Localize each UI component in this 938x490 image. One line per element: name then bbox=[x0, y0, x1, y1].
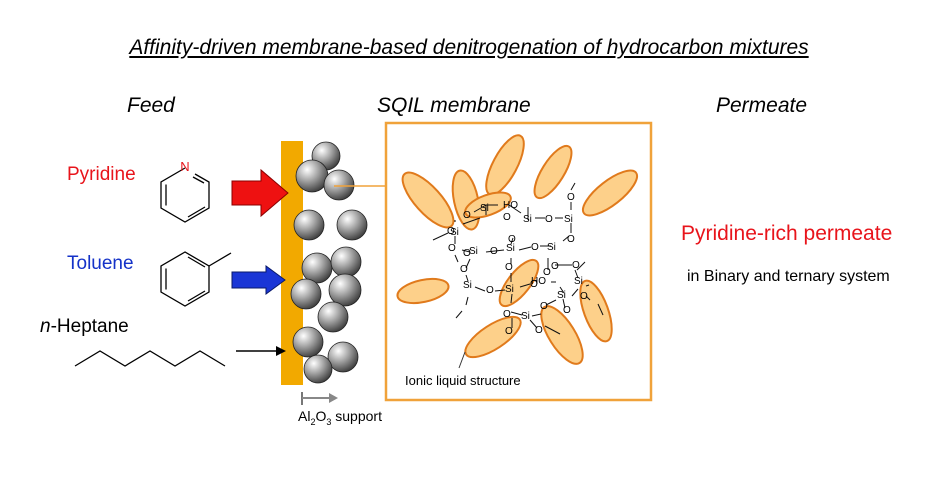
heptane-name: -Heptane bbox=[50, 316, 129, 337]
svg-text:Si: Si bbox=[521, 311, 530, 322]
toluene-arrow bbox=[231, 265, 286, 295]
svg-text:HO: HO bbox=[531, 276, 546, 287]
svg-text:O: O bbox=[580, 291, 588, 302]
feed-header: Feed bbox=[127, 94, 175, 117]
permeate-sub-text: in Binary and ternary system bbox=[687, 268, 890, 285]
svg-text:O: O bbox=[563, 305, 571, 316]
nitrogen-atom-label: N bbox=[180, 159, 189, 174]
pyridine-structure bbox=[160, 167, 210, 223]
svg-text:O: O bbox=[490, 246, 498, 257]
toluene-label: Toluene bbox=[67, 253, 134, 274]
svg-text:Si: Si bbox=[523, 214, 532, 225]
svg-text:O: O bbox=[447, 226, 455, 237]
heptane-prefix: n bbox=[40, 316, 51, 337]
svg-text:O: O bbox=[540, 301, 548, 312]
svg-text:O: O bbox=[463, 210, 471, 221]
ionic-liquid-ellipses bbox=[396, 134, 639, 365]
svg-text:O: O bbox=[463, 248, 471, 259]
svg-text:Si: Si bbox=[506, 243, 515, 254]
svg-text:HO: HO bbox=[503, 200, 518, 211]
svg-text:O: O bbox=[486, 285, 494, 296]
svg-text:Si: Si bbox=[480, 203, 489, 214]
svg-text:O: O bbox=[567, 234, 575, 245]
svg-text:O: O bbox=[545, 214, 553, 225]
svg-text:O: O bbox=[535, 325, 543, 336]
pyridine-arrow bbox=[231, 168, 289, 218]
svg-text:O: O bbox=[551, 261, 559, 272]
heptane-label: n-Heptane bbox=[40, 316, 129, 338]
svg-text:O: O bbox=[503, 212, 511, 223]
toluene-structure bbox=[160, 251, 232, 307]
heptane-structure bbox=[74, 350, 226, 367]
svg-text:Si: Si bbox=[505, 284, 514, 295]
siloxane-bonds bbox=[432, 182, 604, 335]
ionic-label-pointer bbox=[458, 351, 466, 369]
svg-text:O: O bbox=[531, 242, 539, 253]
svg-text:O: O bbox=[505, 326, 513, 337]
svg-text:O: O bbox=[508, 234, 516, 245]
membrane-header: SQIL membrane bbox=[377, 94, 531, 117]
svg-text:O: O bbox=[503, 309, 511, 320]
svg-text:Si: Si bbox=[450, 227, 459, 238]
svg-text:O: O bbox=[448, 243, 456, 254]
svg-text:O: O bbox=[530, 279, 538, 290]
particle-spheres bbox=[290, 141, 368, 384]
support-label: Al2O3 support bbox=[298, 408, 382, 427]
svg-text:Si: Si bbox=[469, 246, 478, 257]
svg-text:Si: Si bbox=[463, 280, 472, 291]
svg-text:Si: Si bbox=[547, 242, 556, 253]
ionic-liquid-label: Ionic liquid structure bbox=[405, 373, 521, 388]
svg-text:O: O bbox=[567, 192, 575, 203]
svg-text:O: O bbox=[505, 262, 513, 273]
permeate-main-text: Pyridine-rich permeate bbox=[681, 222, 893, 245]
permeate-header: Permeate bbox=[716, 94, 808, 117]
svg-text:Si: Si bbox=[564, 214, 573, 225]
svg-text:O: O bbox=[543, 267, 551, 278]
diagram-title: Affinity-driven membrane-based denitroge… bbox=[129, 36, 809, 59]
siloxane-atoms: Si HO O O Si O Si O O O Si O O Si O Si O… bbox=[447, 192, 588, 337]
svg-text:Si: Si bbox=[557, 290, 566, 301]
support-layer bbox=[281, 141, 303, 385]
pyridine-label: Pyridine bbox=[67, 164, 136, 185]
svg-text:Si: Si bbox=[574, 276, 583, 287]
svg-text:O: O bbox=[460, 264, 468, 275]
heptane-arrow bbox=[236, 346, 286, 356]
svg-text:O: O bbox=[572, 260, 580, 271]
membrane-zoom-box bbox=[384, 121, 653, 402]
support-direction-arrow bbox=[301, 392, 338, 405]
